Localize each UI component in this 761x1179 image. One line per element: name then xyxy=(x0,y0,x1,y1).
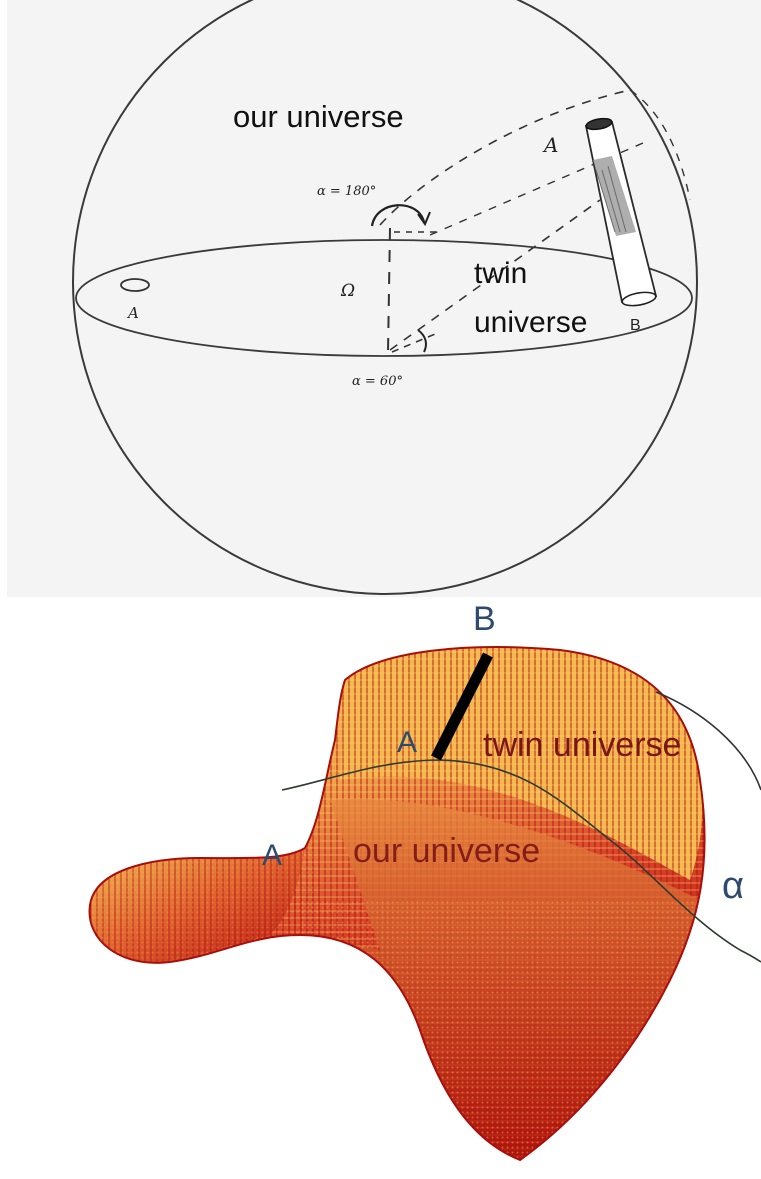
label-omega: Ω xyxy=(340,281,355,301)
label-a-left-top: A xyxy=(126,304,139,322)
label-alpha-60: α = 60° xyxy=(352,374,403,389)
label-alpha-bottom: α xyxy=(722,865,744,907)
label-twin-line1: twin xyxy=(474,257,527,290)
label-b-tube: B xyxy=(630,317,641,334)
label-a-top-bottom: A xyxy=(397,726,417,759)
surface xyxy=(80,640,720,1179)
top-panel: our universe twin universe A A B α = 180… xyxy=(7,0,761,597)
label-alpha-180: α = 180° xyxy=(317,184,376,199)
label-b-bottom: B xyxy=(473,600,496,638)
label-our-universe-top: our universe xyxy=(233,99,404,134)
label-twin-line2: universe xyxy=(474,306,587,339)
label-a-left-bottom: A xyxy=(262,839,282,872)
label-twin-universe-bottom: twin universe xyxy=(483,726,681,764)
bottom-panel: B A twin universe A our universe α xyxy=(80,600,761,1179)
label-our-universe-bottom: our universe xyxy=(353,832,540,870)
label-a-tube: A xyxy=(542,133,558,157)
